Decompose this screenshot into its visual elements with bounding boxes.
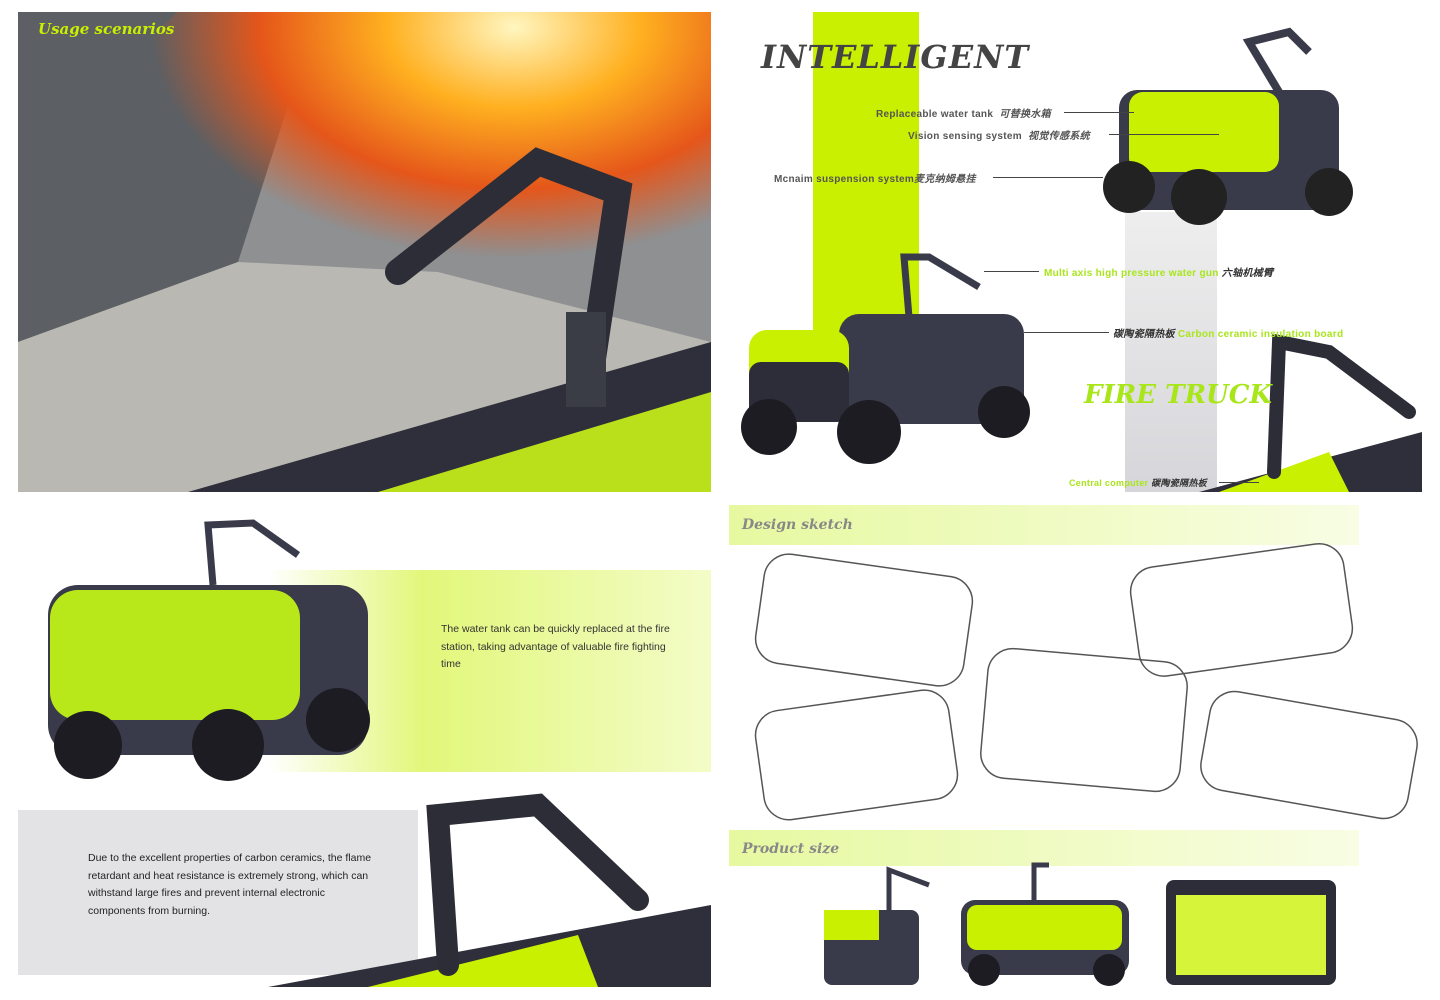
- leader-line: [1024, 332, 1109, 333]
- ceramic-description: Due to the excellent properties of carbo…: [88, 852, 372, 917]
- callout-vision: Vision sensing system 视觉传感系统: [908, 131, 1090, 142]
- grey-stripe: [1125, 212, 1217, 492]
- intelligent-panel: INTELLIGENT Replaceable water tank 可替换水箱…: [729, 12, 1422, 492]
- leader-line: [984, 271, 1039, 272]
- accent-stripe: [813, 12, 919, 332]
- sketch-header-bar: [729, 505, 1359, 545]
- features-panel: The water tank can be quickly replaced a…: [18, 505, 711, 987]
- usage-scenario-panel: Usage scenarios: [18, 12, 711, 492]
- callout-water-tank: Replaceable water tank 可替换水箱: [876, 109, 1051, 120]
- sketch-drawings: [754, 542, 1418, 821]
- robot-renders: [18, 519, 711, 987]
- callout-central-computer: Central computer 碳陶瓷隔热板: [1069, 478, 1207, 489]
- leader-line: [1064, 112, 1134, 113]
- robot-renders: [741, 27, 1422, 492]
- design-sketch-title: Design sketch: [742, 517, 853, 533]
- size-header-bar: [729, 830, 1359, 866]
- intelligent-title: INTELLIGENT: [761, 38, 1030, 76]
- tank-description: The water tank can be quickly replaced a…: [441, 623, 670, 670]
- leader-line: [1219, 482, 1259, 483]
- warehouse-fire-illustration: [18, 12, 711, 492]
- product-size-title: Product size: [742, 841, 840, 857]
- fire-truck-title: FIRE TRUCK: [1084, 380, 1273, 410]
- callout-carbon-board: 碳陶瓷隔热板 Carbon ceramic insulation board: [1113, 329, 1344, 340]
- design-sketch-panel: Design sketch Product size: [729, 505, 1422, 987]
- leader-line: [1109, 134, 1219, 135]
- callout-suspension: Mcnaim suspension system麦克纳姆悬挂: [774, 174, 976, 185]
- product-size-views: [824, 862, 1336, 986]
- leader-line: [993, 177, 1103, 178]
- callout-water-gun: Multi axis high pressure water gun 六轴机械臂: [1044, 268, 1274, 279]
- usage-title: Usage scenarios: [38, 20, 175, 38]
